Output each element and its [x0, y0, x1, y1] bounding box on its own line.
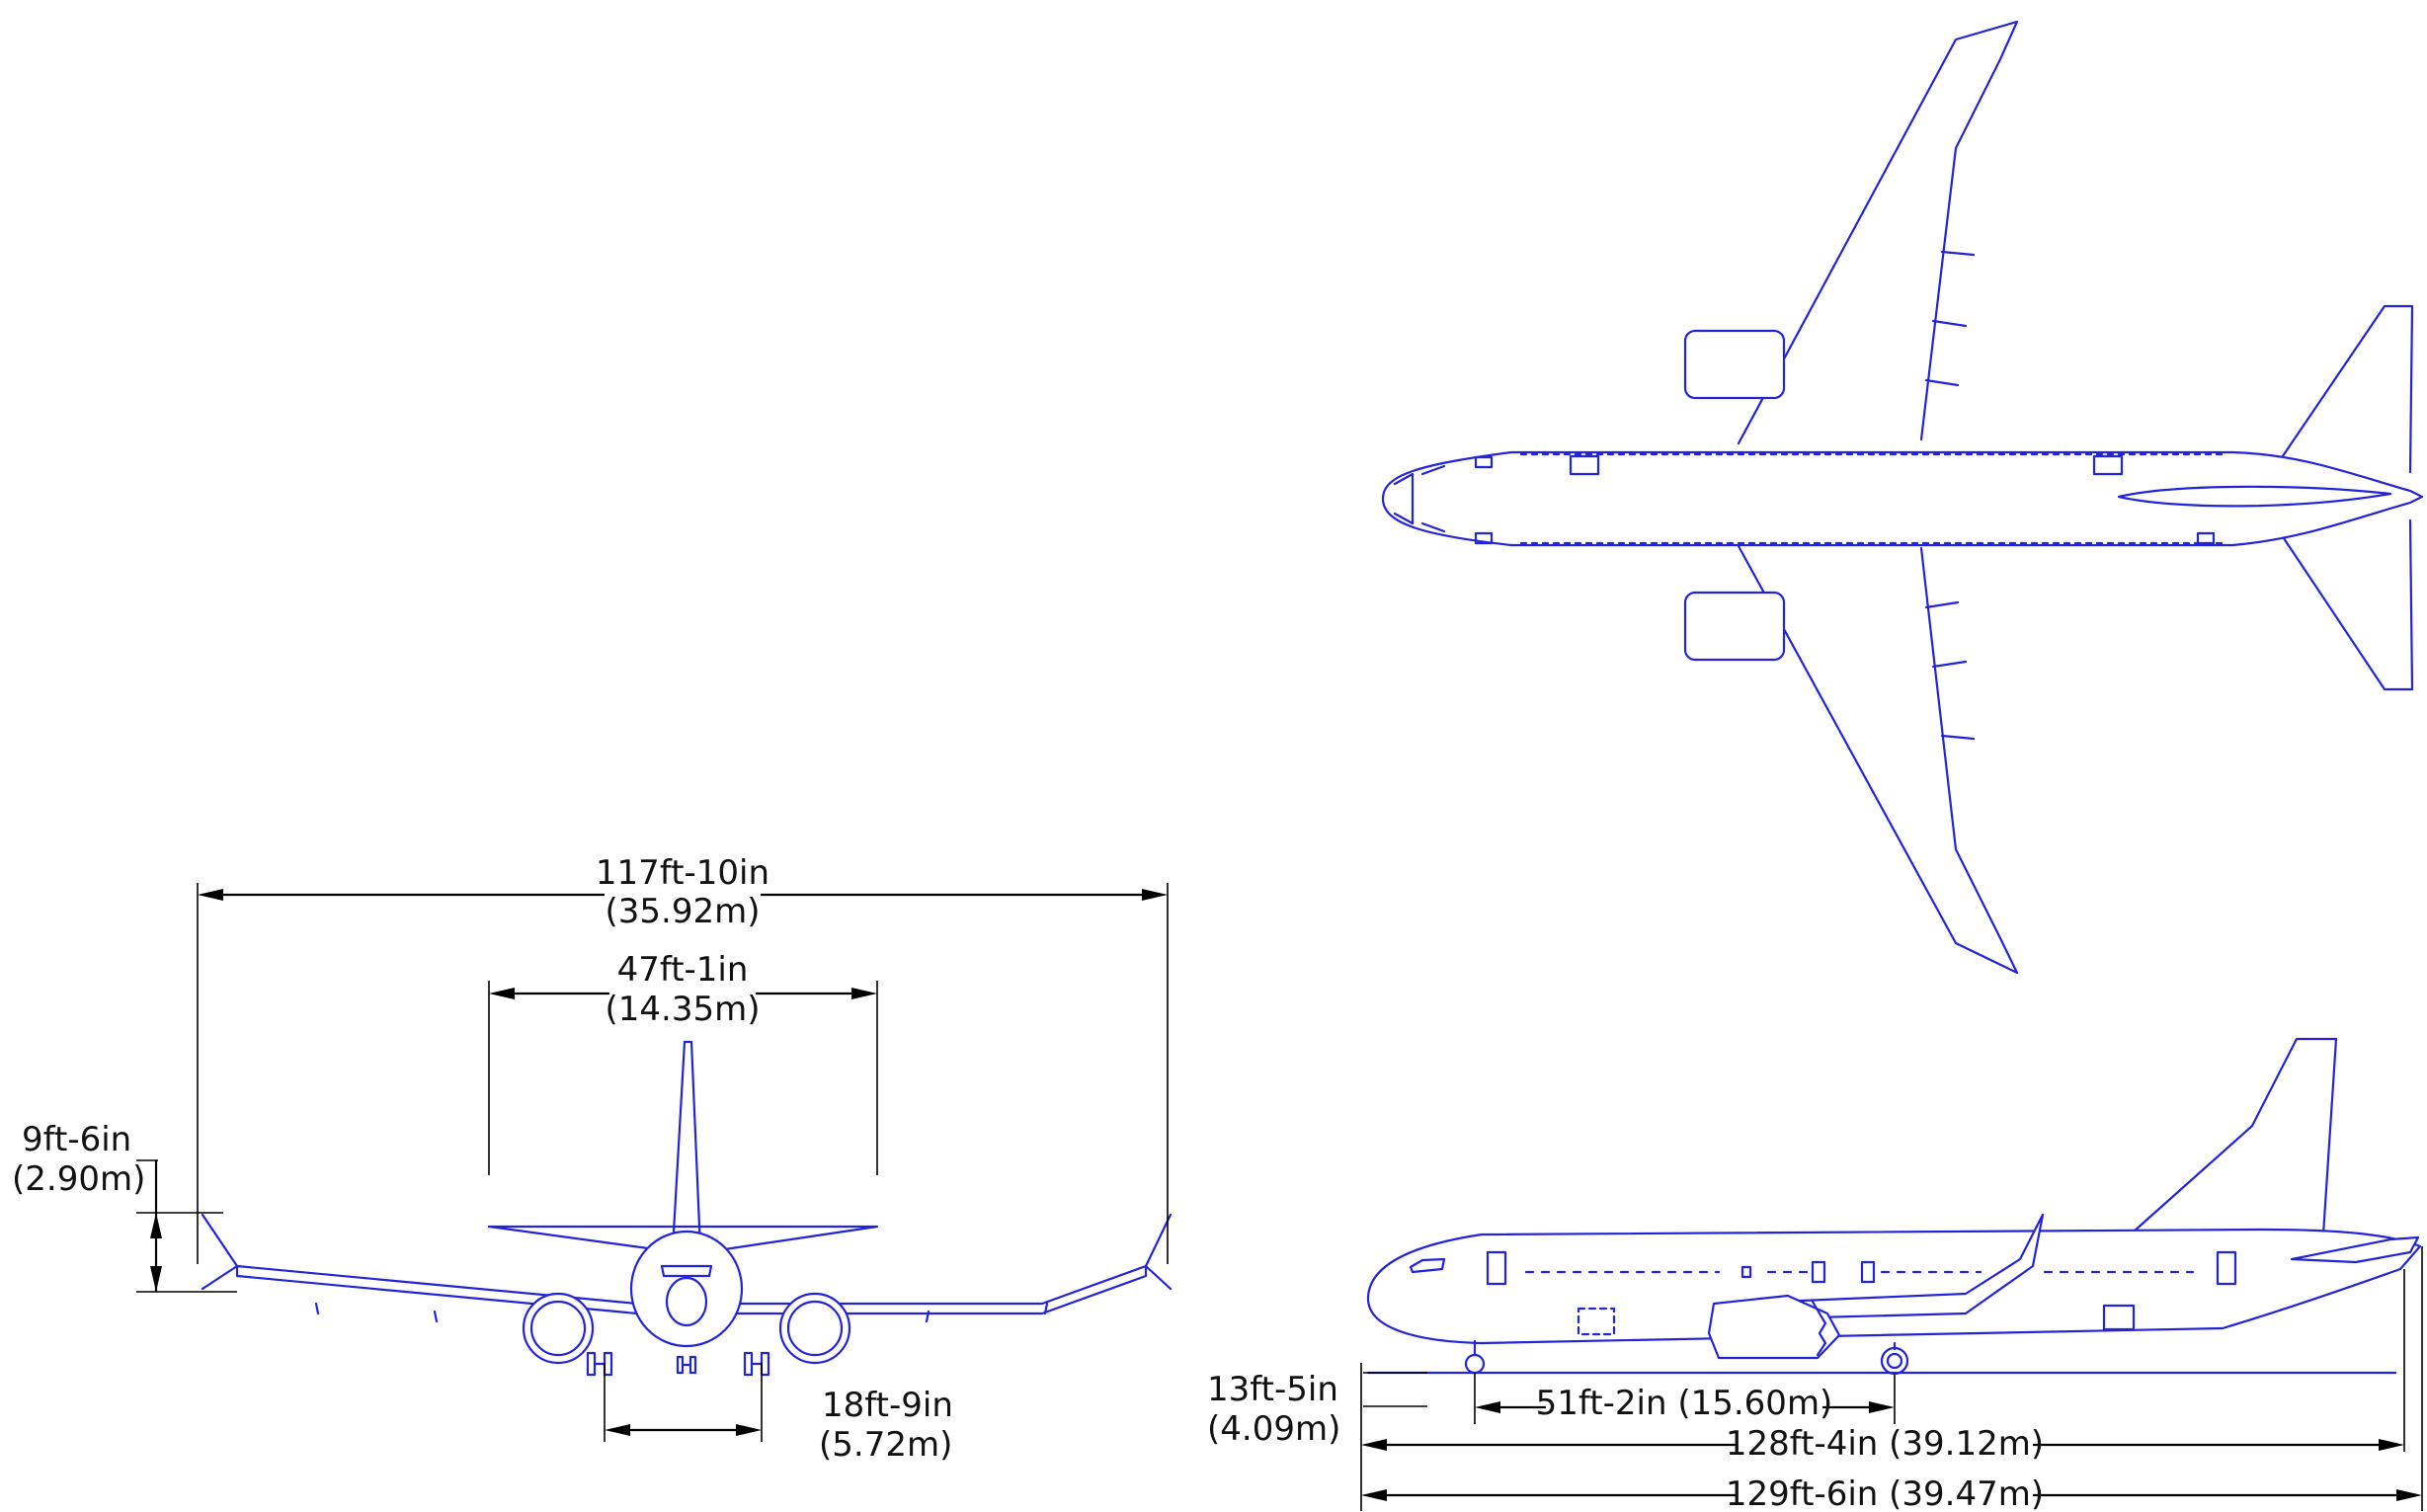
front-view-right-engine	[778, 1292, 851, 1365]
tailplane-span-metric-label: (14.35m)	[606, 990, 761, 1029]
tailplane-span-dimension: 47ft-1in (14.35m)	[488, 950, 878, 1175]
front-view-wing	[235, 1264, 1148, 1315]
winglet-height-label: 9ft-6in	[22, 1120, 131, 1159]
overall-length-dimension: 129ft-6in (39.47m)	[1361, 1246, 2423, 1512]
span-metric-label: (35.92m)	[606, 892, 761, 931]
winglet-height-dimension: 9ft-6in (2.90m)	[12, 1120, 237, 1293]
span-dimension: 117ft-10in (35.92m)	[197, 853, 1169, 1264]
nose-wheel	[1464, 1353, 1486, 1375]
wheelbase-label: 51ft-2in (15.60m)	[1536, 1384, 1833, 1423]
front-view-left-main-gear	[586, 1351, 613, 1377]
top-view-fuselage[interactable]	[1381, 450, 2424, 547]
wheel-track-metric-label: (5.72m)	[819, 1425, 952, 1465]
top-view-upper-stabilizer	[2270, 304, 2414, 474]
front-view-vertical-tail	[671, 1040, 702, 1251]
top-view-upper-engine	[1683, 329, 1786, 400]
front-view-left-winglet	[201, 1213, 239, 1291]
main-wheel	[1880, 1346, 1909, 1376]
front-view-nose-gear	[676, 1355, 697, 1375]
span-label: 117ft-10in	[596, 853, 769, 893]
front-view-fuselage[interactable]	[629, 1230, 744, 1348]
height-metric-label: (4.09m)	[1207, 1409, 1340, 1449]
side-view-aircraft	[1366, 1037, 2422, 1376]
overall-length-label: 129ft-6in (39.47m)	[1726, 1474, 2044, 1512]
top-view-lower-engine	[1683, 591, 1786, 662]
front-view-right-main-gear	[743, 1351, 770, 1377]
front-view-stabilizer	[487, 1225, 879, 1256]
side-view-vertical-tail	[2133, 1037, 2338, 1235]
front-view-left-engine	[522, 1292, 595, 1365]
front-view-right-winglet	[1144, 1213, 1173, 1291]
wheelbase-dimension: 51ft-2in (15.60m)	[1474, 1373, 1896, 1424]
top-view-lower-stabilizer	[2270, 518, 2414, 691]
top-view-aircraft	[1381, 20, 2424, 975]
side-view-engine	[1707, 1294, 1841, 1360]
fuselage-length-label: 128ft-4in (39.12m)	[1726, 1424, 2044, 1464]
side-view-fuselage[interactable]	[1366, 1228, 2422, 1345]
height-label: 13ft-5in	[1207, 1370, 1338, 1409]
wheel-track-label: 18ft-9in	[822, 1386, 953, 1425]
front-view-aircraft	[201, 1040, 1173, 1377]
tailplane-span-label: 47ft-1in	[617, 950, 749, 990]
top-view-lower-wing	[1737, 544, 2019, 975]
top-view-upper-wing	[1737, 20, 2019, 445]
fuselage-length-dimension: 128ft-4in (39.12m)	[1360, 1269, 2405, 1511]
wheel-track-dimension: 18ft-9in (5.72m)	[604, 1363, 953, 1465]
height-dimension: 13ft-5in (4.09m)	[1207, 1370, 1427, 1449]
winglet-height-metric-label: (2.90m)	[12, 1159, 145, 1199]
